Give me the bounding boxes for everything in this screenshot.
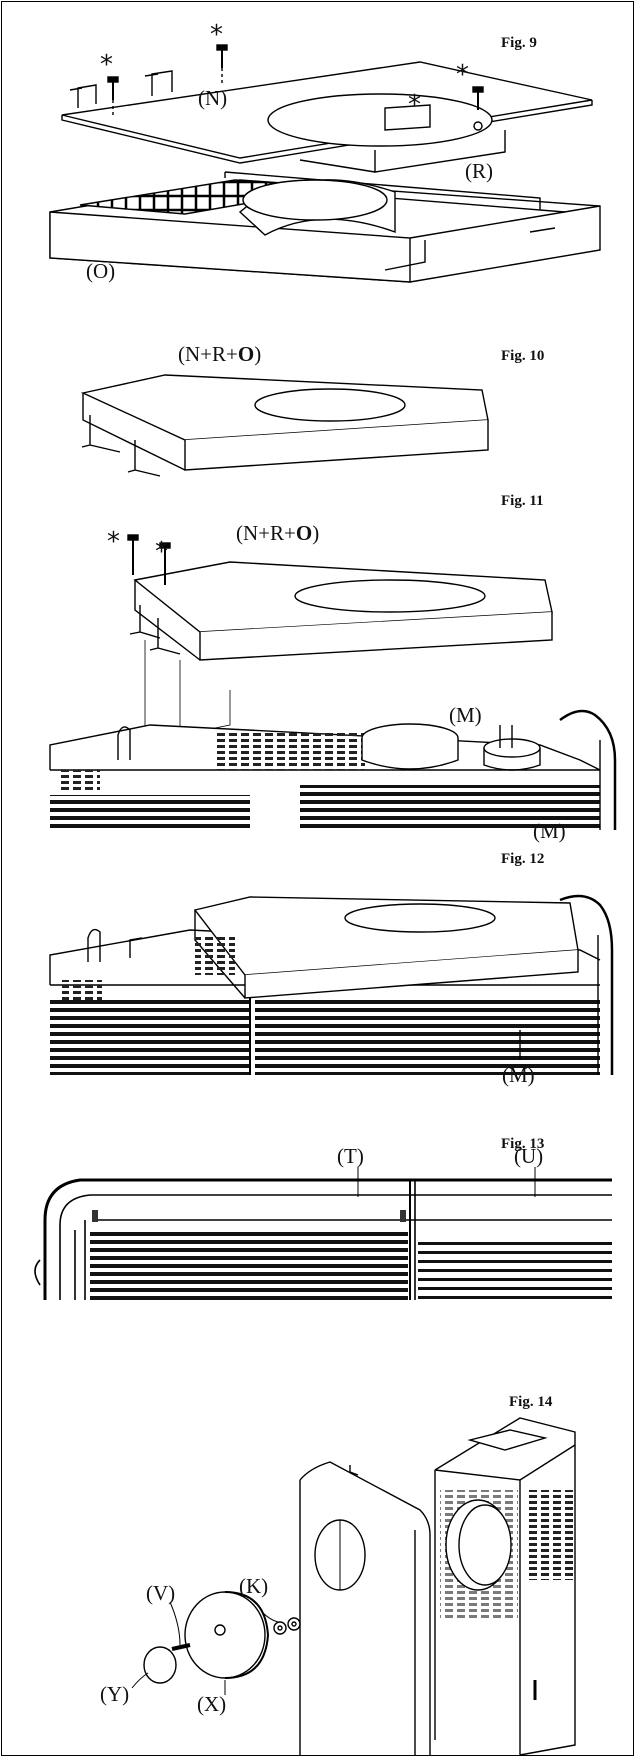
label-m: (M) [449,703,482,727]
label-y: (Y) [100,1682,129,1706]
figure-11-caption: Fig. 11 [501,493,544,509]
assembly-bold: O [238,342,254,366]
figure-11 [49,534,617,830]
screw-mark: * [155,537,168,567]
screw-mark: * [210,20,223,50]
label-n: (N) [198,86,227,110]
screw-mark: * [100,50,113,80]
label-m: (M) [502,1063,535,1087]
figure-10-caption: Fig. 10 [501,348,544,364]
label-assembly: (N+R+O) [178,342,261,366]
assembly-prefix: (N+R+ [236,521,296,545]
label-assembly: (N+R+O) [236,521,319,545]
screw-mark: * [408,90,421,120]
figure-14-caption: Fig. 14 [509,1394,553,1410]
label-u: (U) [514,1144,543,1168]
assembly-suffix: ) [254,342,261,366]
label-o: (O) [86,259,115,283]
figure-13 [34,1167,612,1302]
assembly-prefix: (N+R+ [178,342,238,366]
figure-10 [80,374,489,477]
label-r: (R) [465,159,493,183]
screw-mark: * [107,527,120,557]
label-m: (M) [533,819,566,843]
label-t: (T) [337,1144,364,1168]
label-k: (K) [239,1574,268,1598]
figure-14 [131,1417,576,1756]
figure-9 [49,44,601,283]
label-v: (V) [146,1581,175,1605]
screw-mark: * [456,60,469,90]
assembly-bold: O [296,521,312,545]
figure-9-caption: Fig. 9 [501,35,537,51]
figure-12 [49,894,614,1075]
assembly-suffix: ) [312,521,319,545]
label-x: (X) [197,1692,226,1716]
figure-13-caption: Fig. 13 [501,1136,544,1152]
figure-12-caption: Fig. 12 [501,851,544,867]
